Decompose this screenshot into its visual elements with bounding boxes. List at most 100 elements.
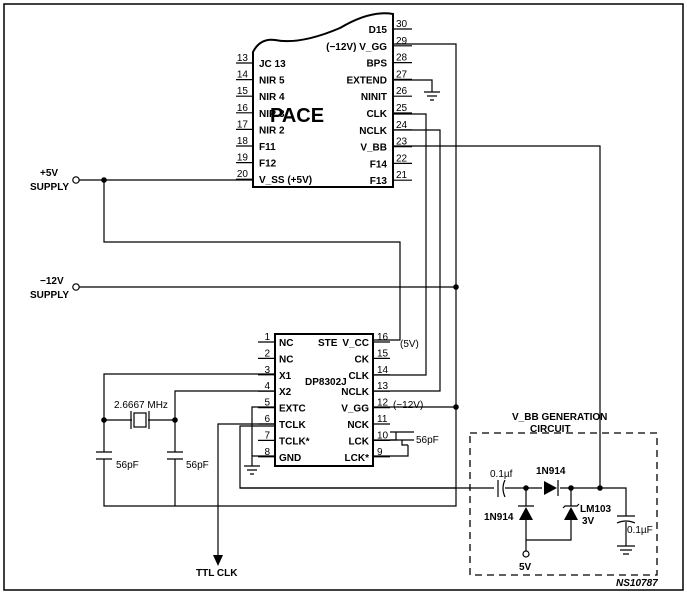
pace-pin-number-13: 13 bbox=[237, 53, 249, 64]
dp8302j-pin-number-2: 2 bbox=[264, 348, 270, 359]
cap-01a-label: 0.1µf bbox=[490, 469, 513, 480]
wire-lck-join bbox=[401, 440, 408, 446]
dp8302j-pin-name-15: CK bbox=[355, 354, 370, 365]
dp8302j-pin-number-3: 3 bbox=[264, 365, 270, 376]
pace-pin-number-16: 16 bbox=[237, 103, 249, 114]
dp8302j-pin-number-15: 15 bbox=[377, 348, 389, 359]
pace-pin-name-23: V_BB bbox=[360, 143, 387, 154]
pace-pin-name-16: NIR 3 bbox=[259, 109, 285, 120]
pace-pin-number-29: 29 bbox=[396, 36, 408, 47]
cap-01b-label: 0.1µF bbox=[627, 525, 653, 536]
dp8302j-pin-name-4: X2 bbox=[279, 387, 292, 398]
diode1-label: 1N914 bbox=[536, 466, 566, 477]
dp8302j-pin-number-8: 8 bbox=[264, 447, 270, 458]
dp8302j-pin-name-10: LCK bbox=[348, 436, 369, 447]
dp8302j-chip-label: DP8302J bbox=[305, 377, 347, 388]
dp8302j-pin-number-16: 16 bbox=[377, 332, 389, 343]
dp8302j-pin-number-9: 9 bbox=[377, 447, 383, 458]
diode-icon-shunt bbox=[519, 507, 533, 520]
pace-pin-name-29: (−12V) V_GG bbox=[326, 42, 387, 53]
dp8302j-pin-name-14: CLK bbox=[348, 371, 369, 382]
zener-bar bbox=[526, 503, 580, 541]
dp8302j-pin-number-1: 1 bbox=[264, 332, 270, 343]
pace-pin-number-27: 27 bbox=[396, 69, 408, 80]
pace-pin-name-30: D15 bbox=[369, 25, 388, 36]
figure-frame bbox=[3, 3, 684, 591]
diode2-label: 1N914 bbox=[484, 512, 514, 523]
capacitor-icon-2 bbox=[167, 451, 183, 460]
arrow-down-icon bbox=[213, 555, 223, 566]
pace-pin-name-25: CLK bbox=[366, 109, 387, 120]
pace-pin-number-20: 20 bbox=[237, 169, 249, 180]
pace-pin-number-28: 28 bbox=[396, 53, 408, 64]
pace-pin-number-17: 17 bbox=[237, 119, 249, 130]
diode-icon-series bbox=[544, 481, 557, 495]
dp8302j-pin-number-4: 4 bbox=[264, 381, 270, 392]
pace-pin-number-22: 22 bbox=[396, 153, 408, 164]
five-v-terminal bbox=[522, 550, 530, 558]
pace-pin-name-20: V_SS (+5V) bbox=[259, 175, 312, 186]
wire-x2 bbox=[174, 390, 275, 452]
cap3-label: 56pF bbox=[416, 435, 439, 446]
pace-pin-name-15: NIR 4 bbox=[259, 92, 285, 103]
ground-icon-dp bbox=[244, 465, 260, 475]
pace-pin-name-22: F14 bbox=[370, 159, 388, 170]
wire-clk bbox=[373, 113, 427, 376]
dp8302j-pin-number-6: 6 bbox=[264, 414, 270, 425]
pace-pin-name-26: NINIT bbox=[361, 92, 387, 103]
pace-chip-label: PACE bbox=[270, 105, 324, 127]
ground-icon-vbb bbox=[617, 522, 635, 555]
dp8302j-ste-label: STE bbox=[318, 338, 338, 349]
dp8302j-right-pins: 16V_CC15CK14CLK13NCLK12V_GG11NCK10LCK9LC… bbox=[341, 332, 390, 464]
pace-pin-number-23: 23 bbox=[396, 137, 408, 148]
dp8302j-pin-name-5: EXTC bbox=[279, 404, 306, 415]
dp8302j-chip-body bbox=[274, 333, 374, 467]
pace-pin-number-19: 19 bbox=[237, 153, 249, 164]
diode-bar-shunt bbox=[518, 505, 534, 540]
minus12-supply-label-2: SUPPLY bbox=[30, 290, 69, 301]
lm103-voltage-label: 3V bbox=[582, 516, 595, 527]
ttl-clk-label: TTL CLK bbox=[196, 568, 238, 579]
wire-vbb bbox=[393, 145, 601, 490]
dp8302j-pin-number-12: 12 bbox=[377, 398, 389, 409]
vbb-circuit-box bbox=[469, 432, 658, 576]
pace-pin-number-24: 24 bbox=[396, 120, 408, 131]
capacitor-icon-1 bbox=[96, 451, 112, 460]
ground-icon-extend bbox=[424, 91, 440, 101]
wire-x1 bbox=[103, 373, 275, 452]
dp8302j-pin-number-5: 5 bbox=[264, 398, 270, 409]
minus12-supply-label: −12V bbox=[40, 276, 64, 287]
dp8302j-pin-number-11: 11 bbox=[377, 414, 388, 425]
capacitor-icon-3 bbox=[390, 431, 414, 441]
pace-pin-name-24: NCLK bbox=[359, 126, 388, 137]
dp8302j-pin-name-12: V_GG bbox=[341, 404, 369, 415]
wire-nclk bbox=[373, 129, 441, 392]
pace-pin-name-27: EXTEND bbox=[346, 75, 387, 86]
junction-vbb-3 bbox=[597, 485, 603, 491]
pace-pin-name-28: BPS bbox=[366, 59, 387, 70]
dp8302j-pin-number-13: 13 bbox=[377, 381, 389, 392]
wire-plus5-to-vcc bbox=[103, 180, 401, 341]
pace-pin-name-19: F12 bbox=[259, 159, 277, 170]
crystal-label: 2.6667 MHz bbox=[114, 400, 168, 411]
pace-pin-name-17: NIR 2 bbox=[259, 125, 285, 136]
wire-tclk bbox=[217, 423, 275, 560]
minus12-terminal bbox=[72, 283, 80, 291]
pace-pin-name-18: F11 bbox=[259, 142, 276, 153]
pace-pin-number-30: 30 bbox=[396, 19, 408, 30]
dp8302j-pin-name-8: GND bbox=[279, 453, 301, 464]
wire-extend-ground bbox=[393, 79, 433, 92]
dp8302j-pin-name-13: NCLK bbox=[341, 387, 370, 398]
capacitor-icon-01a bbox=[497, 479, 506, 498]
crystal-icon bbox=[133, 412, 147, 428]
pace-pin-number-21: 21 bbox=[396, 170, 408, 181]
dp8302j-pin-number-10: 10 bbox=[377, 430, 389, 441]
cap1-label: 56pF bbox=[116, 460, 139, 471]
pace-pin-number-18: 18 bbox=[237, 136, 249, 147]
dp8302j-pin-name-16: V_CC bbox=[342, 338, 369, 349]
